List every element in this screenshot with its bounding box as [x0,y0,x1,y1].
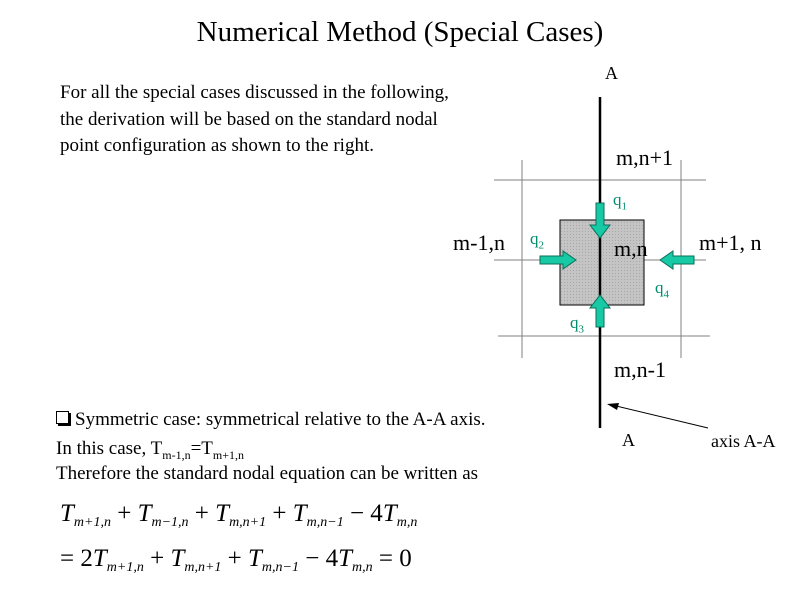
case-condition-line: In this case, Tm-1,n=Tm+1,n [56,438,245,462]
axis-bottom-label: A [622,430,635,450]
node-center-label: m,n [614,236,648,261]
symmetric-case-line: Symmetric case: symmetrical relative to … [56,409,486,431]
node-right-label: m+1, n [699,230,762,255]
axis-pointer-head [607,403,619,410]
axis-pointer-line [611,404,709,429]
node-left-label: m-1,n [453,230,505,255]
q4-arrow [659,250,695,270]
node-top-label: m,n+1 [616,145,674,170]
axis-top-label: A [605,63,618,83]
q2-arrow [539,250,577,270]
q3-arrow [588,294,612,328]
axis-caption: axis A-A [711,431,776,451]
slide-title: Numerical Method (Special Cases) [196,16,604,48]
nodal-equation-line-2: = 2Tm+1,n + Tm,n+1 + Tm,n−1 − 4Tm,n = 0 [60,545,412,575]
intro-paragraph: For all the special cases discussed in t… [60,82,449,156]
q3-label: q3 [570,313,584,336]
q1-label: q1 [613,190,627,213]
q1-arrow [588,202,612,239]
q2-label: q2 [530,229,544,252]
q4-label: q4 [655,278,669,301]
therefore-line: Therefore the standard nodal equation ca… [56,463,479,484]
node-bottom-label: m,n-1 [614,357,666,382]
nodal-equation-line-1: Tm+1,n + Tm−1,n + Tm,n+1 + Tm,n−1 − 4Tm,… [60,500,418,530]
bullet-icon [56,411,69,424]
